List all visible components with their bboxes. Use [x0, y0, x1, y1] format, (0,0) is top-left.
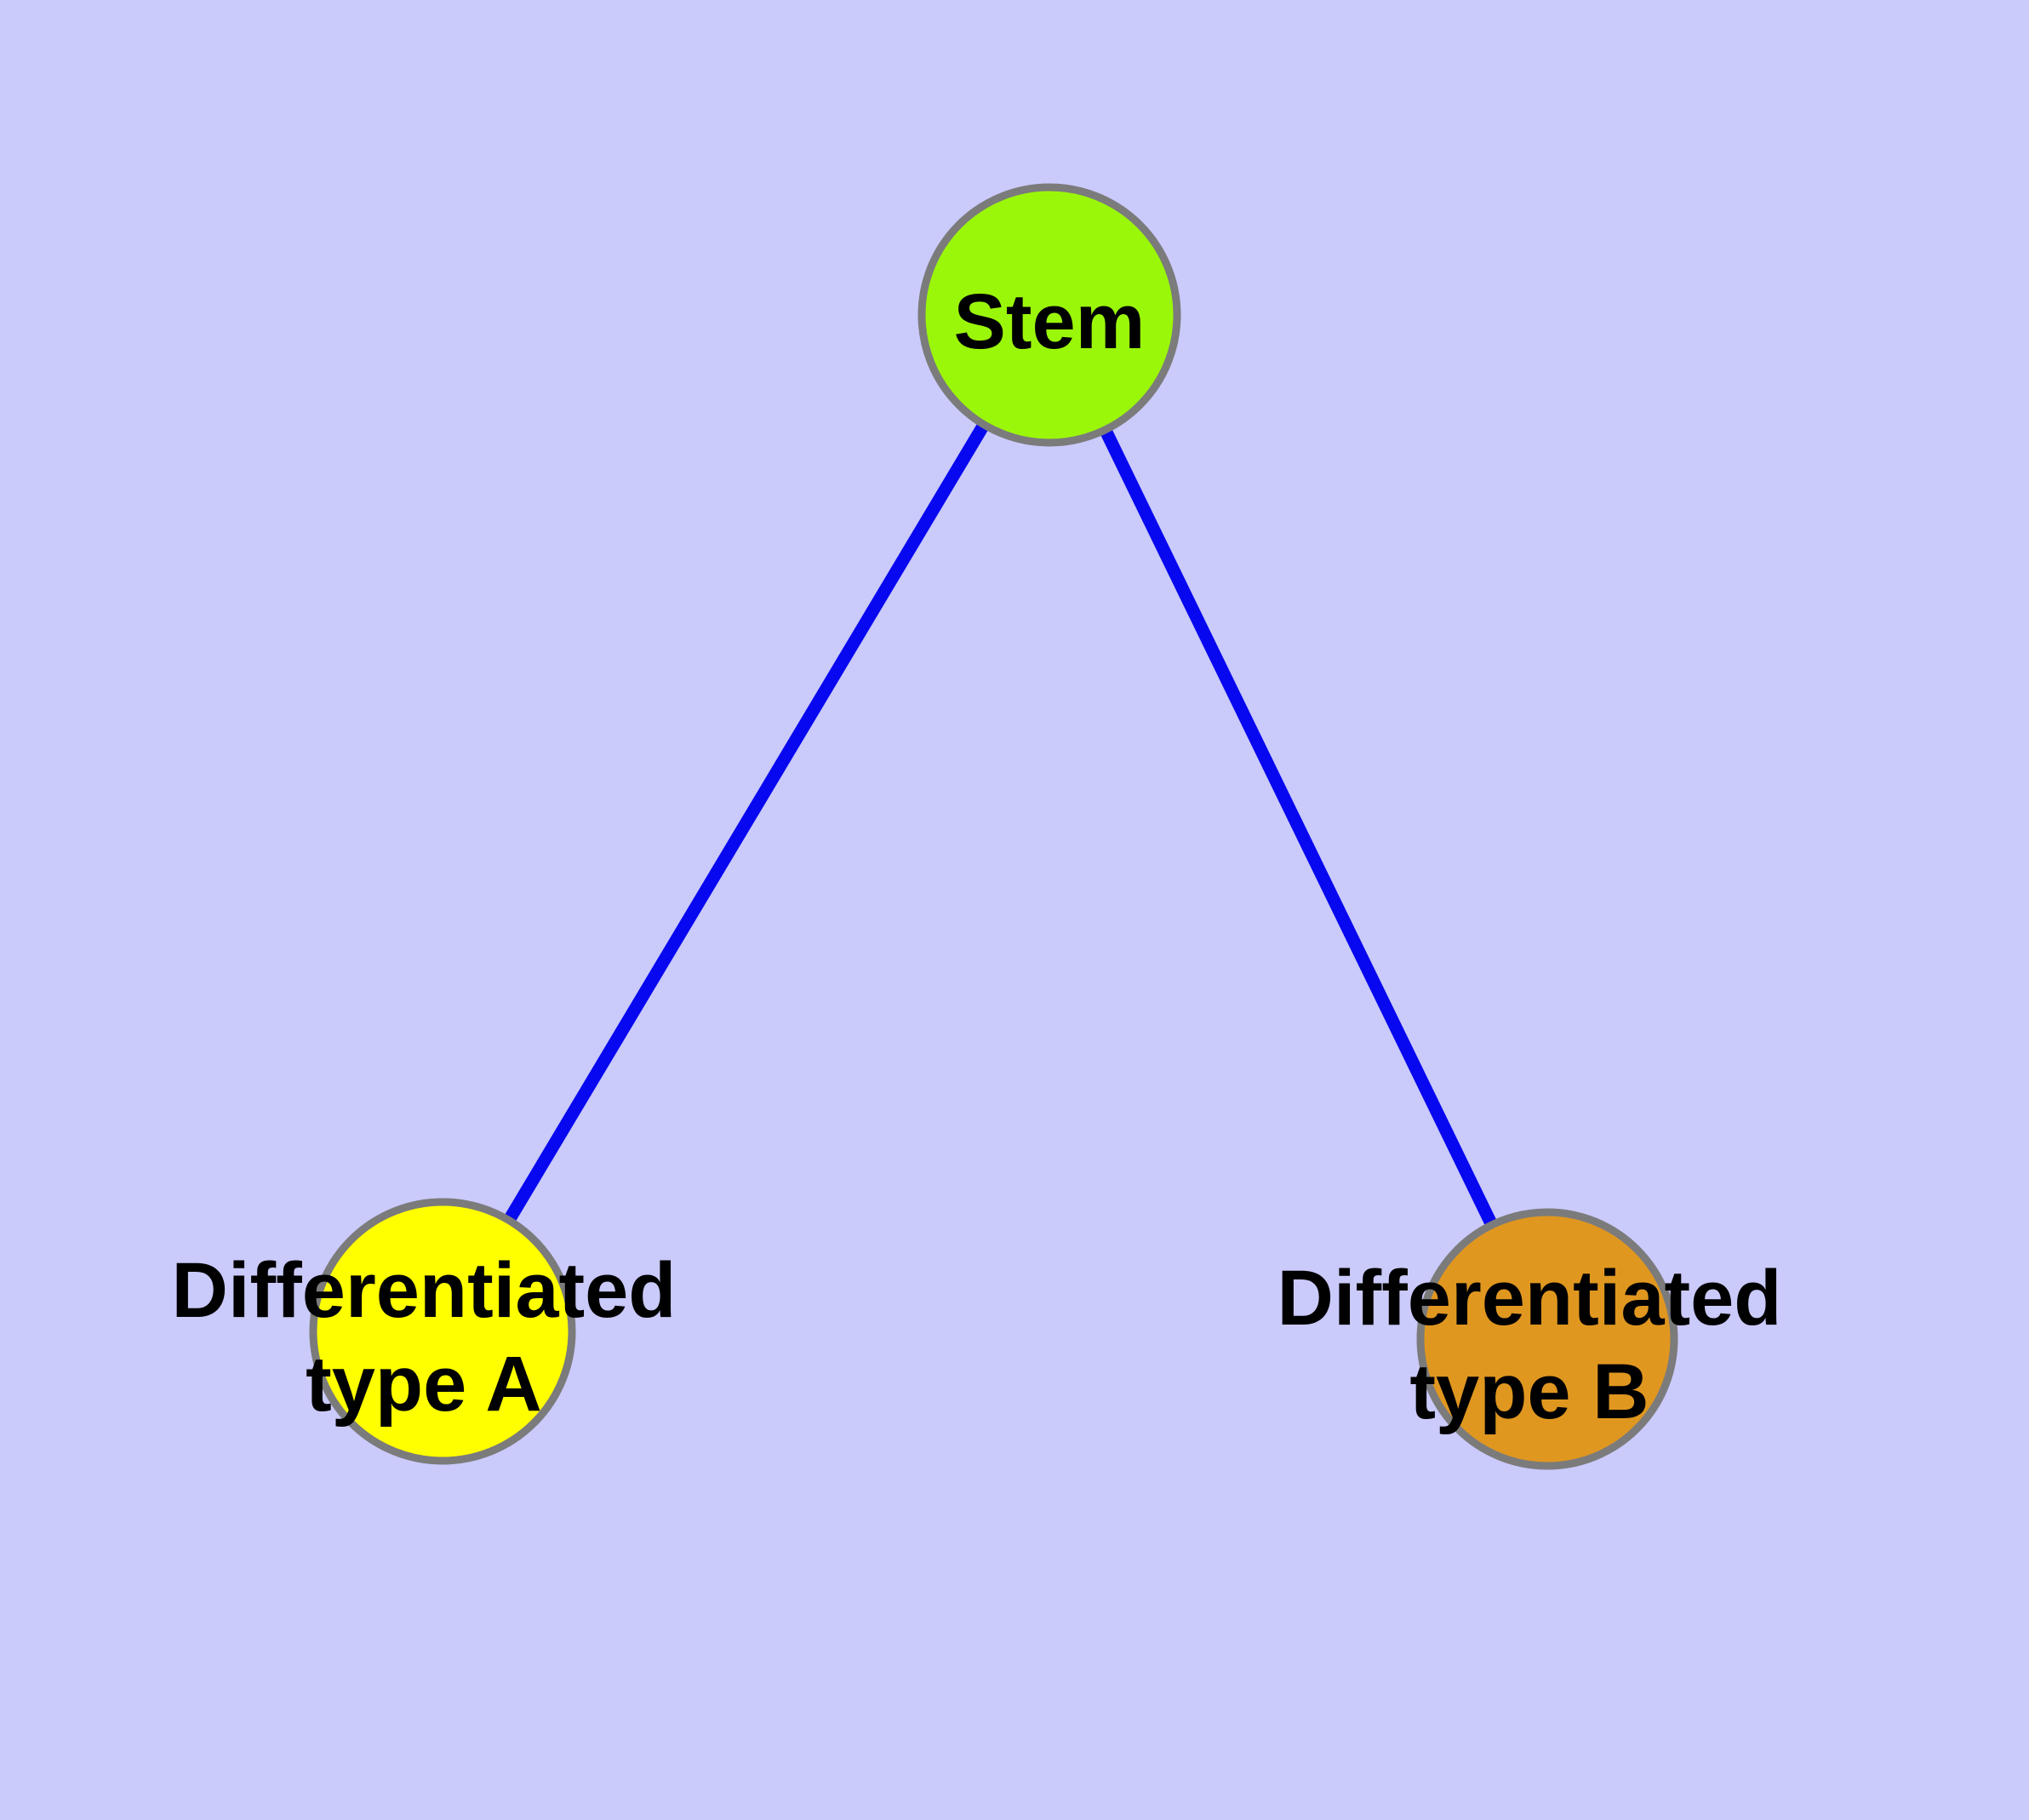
edge-stem-to-type-a: [437, 312, 1055, 1335]
node-type-b-label-line1: Differentiated: [1277, 1255, 1782, 1342]
node-differentiated-type-a: [309, 1198, 576, 1465]
node-type-a-label-line2: type A: [306, 1341, 542, 1428]
node-type-b-label-line2: type B: [1409, 1348, 1649, 1435]
edge-stem-to-type-b: [1043, 312, 1553, 1342]
node-stem: [917, 183, 1181, 447]
node-stem-label: Stem: [954, 278, 1146, 365]
node-differentiated-type-b: [1416, 1208, 1678, 1470]
node-type-a-label-line1: Differentiated: [172, 1247, 677, 1334]
